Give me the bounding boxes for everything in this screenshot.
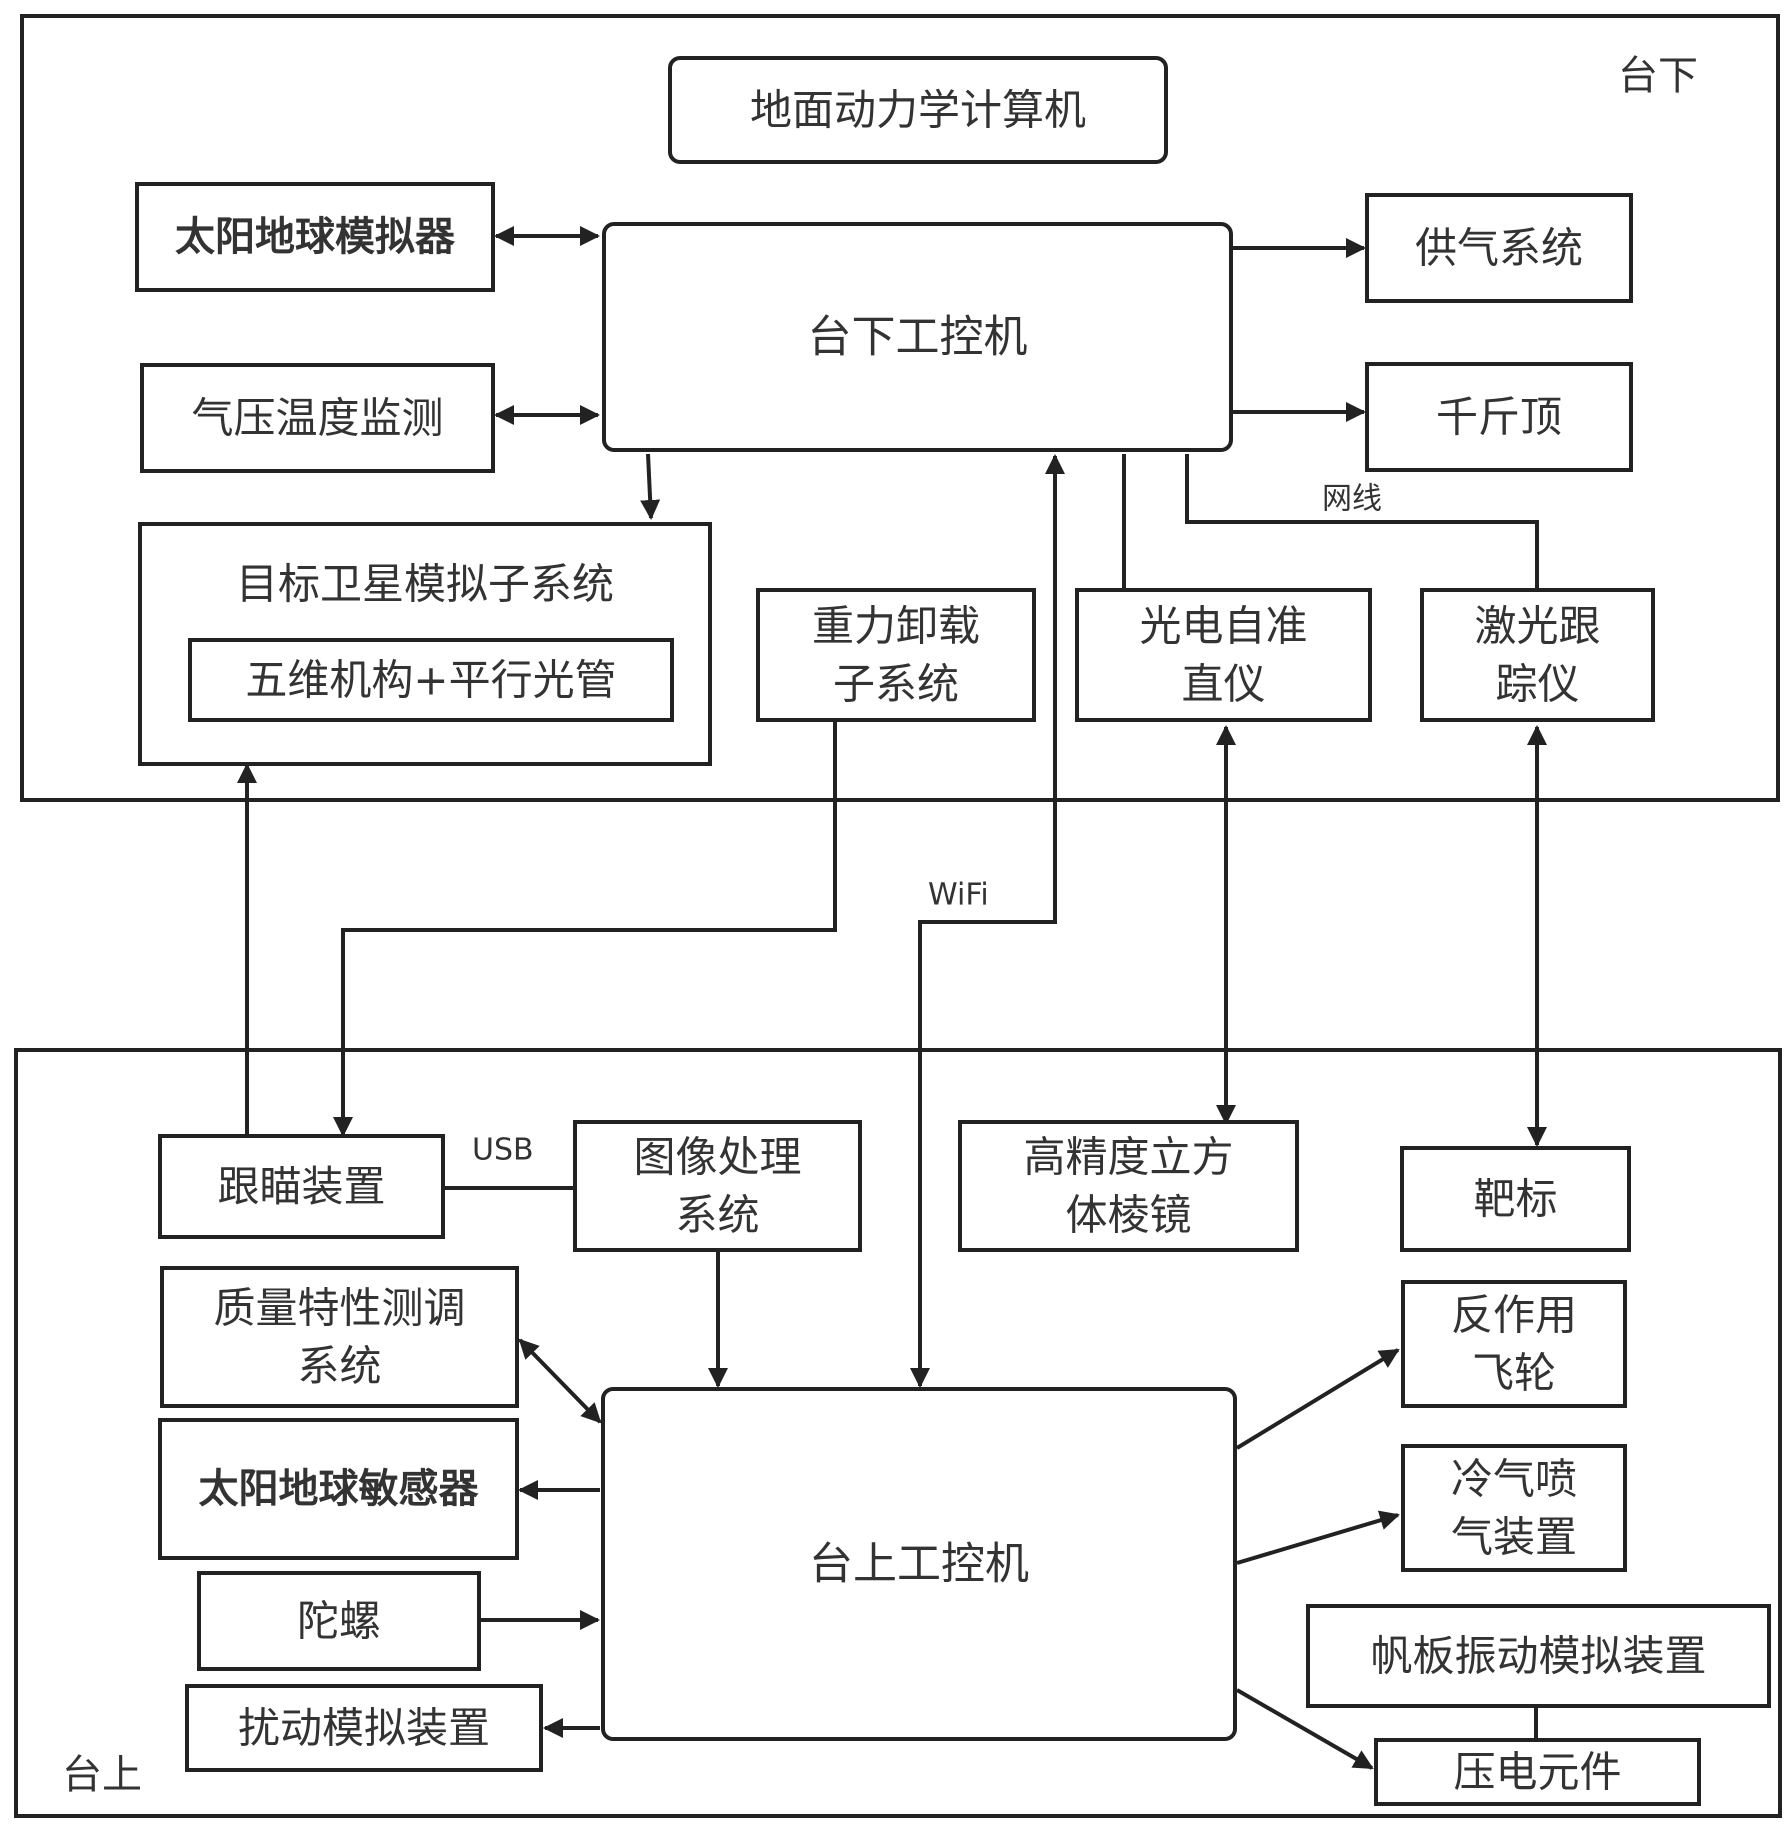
pressure-temp-label-0: 气压温度监测 xyxy=(191,394,443,443)
laser-tracker-label-0: 激光跟 xyxy=(1474,602,1600,651)
panel-vib-box: 帆板振动模拟装置 xyxy=(1306,1604,1771,1708)
tracking-device-box: 跟瞄装置 xyxy=(158,1134,445,1239)
image-proc-rect xyxy=(573,1120,862,1252)
autocollimator-rect xyxy=(1075,588,1372,722)
disturb-sim-box: 扰动模拟装置 xyxy=(185,1684,543,1772)
sun-earth-sensor-label-0: 太阳地球敏感器 xyxy=(199,1466,480,1512)
cold-gas-label-0: 冷气喷 xyxy=(1451,1455,1577,1504)
autocollimator-label-1: 直仪 xyxy=(1181,659,1265,708)
cold-gas-rect xyxy=(1401,1444,1627,1572)
sun-earth-simulator-label-0: 太阳地球模拟器 xyxy=(175,214,456,260)
jack-box: 千斤顶 xyxy=(1365,362,1633,472)
gyro-box: 陀螺 xyxy=(197,1571,481,1671)
connections xyxy=(237,226,1547,1770)
gravity-unload-label-1: 子系统 xyxy=(833,659,959,708)
upper-ipc-box: 台上工控机 xyxy=(601,1387,1237,1741)
link-laser-tracker-network xyxy=(1185,454,1539,590)
cube-prism-label-1: 体棱镜 xyxy=(1065,1190,1191,1239)
gyro-label-0: 陀螺 xyxy=(297,1597,381,1646)
jack-rect xyxy=(1365,362,1633,472)
sun-earth-simulator-box: 太阳地球模拟器 xyxy=(135,182,495,292)
lower-platform-frame xyxy=(20,14,1780,802)
tracking-device-label-0: 跟瞄装置 xyxy=(217,1162,385,1211)
image-proc-label-0: 图像处理 xyxy=(633,1133,801,1182)
laser-tracker-label-1: 踪仪 xyxy=(1495,659,1579,708)
sun-earth-simulator-rect xyxy=(135,182,495,292)
panel-vib-label-0: 帆板振动模拟装置 xyxy=(1370,1632,1706,1681)
gas-supply-box: 供气系统 xyxy=(1365,193,1633,303)
five-dim-rect xyxy=(188,638,674,722)
reaction-wheel-label-1: 飞轮 xyxy=(1472,1348,1556,1397)
target-rect xyxy=(1400,1146,1631,1252)
cube-prism-rect xyxy=(958,1120,1299,1252)
piezo-label-0: 压电元件 xyxy=(1453,1748,1621,1797)
link-gravity-tracking xyxy=(333,721,837,1137)
upper-platform-frame xyxy=(14,1048,1782,1818)
panel-vib-rect xyxy=(1306,1604,1771,1708)
sun-earth-sensor-box: 太阳地球敏感器 xyxy=(158,1418,519,1560)
lower-ipc-box: 台下工控机 xyxy=(602,222,1233,452)
gas-supply-rect xyxy=(1365,193,1633,303)
mass-prop-label-0: 质量特性测调 xyxy=(213,1284,465,1333)
link-mass-prop xyxy=(518,1338,602,1424)
wifi-label: WiFi xyxy=(928,878,989,913)
jack-label-0: 千斤顶 xyxy=(1436,393,1562,442)
sun-earth-sensor-rect xyxy=(158,1418,519,1560)
gravity-unload-label-0: 重力卸载 xyxy=(812,602,980,651)
link-reaction-wheel xyxy=(1235,1348,1400,1450)
disturb-sim-rect xyxy=(185,1684,543,1772)
lower-ipc-label-0: 台下工控机 xyxy=(808,312,1028,363)
upper-ipc-rect xyxy=(601,1387,1237,1741)
reaction-wheel-label-0: 反作用 xyxy=(1451,1291,1577,1340)
ground-computer-rect xyxy=(668,56,1168,164)
ground-computer-label-0: 地面动力学计算机 xyxy=(750,86,1086,135)
gravity-unload-rect xyxy=(756,588,1036,722)
lower-ipc-rect xyxy=(602,222,1233,452)
target-box: 靶标 xyxy=(1400,1146,1631,1252)
five-dim-box: 五维机构+平行光管 xyxy=(188,638,674,722)
mass-prop-label-1: 系统 xyxy=(297,1341,381,1390)
reaction-wheel-rect xyxy=(1401,1280,1627,1408)
gas-supply-label-0: 供气系统 xyxy=(1415,224,1583,273)
pressure-temp-rect xyxy=(140,363,495,473)
ground-computer-box: 地面动力学计算机 xyxy=(668,56,1168,164)
cold-gas-label-1: 气装置 xyxy=(1451,1512,1577,1561)
pressure-temp-box: 气压温度监测 xyxy=(140,363,495,473)
link-cold-gas xyxy=(1236,1510,1400,1565)
gyro-rect xyxy=(197,1571,481,1671)
laser-tracker-rect xyxy=(1420,588,1655,722)
tracking-device-rect xyxy=(158,1134,445,1239)
lower-platform-label: 台下 xyxy=(1618,53,1698,99)
upper-platform-label: 台上 xyxy=(62,1752,142,1798)
disturb-sim-label-0: 扰动模拟装置 xyxy=(238,1704,490,1753)
link-target-sat xyxy=(640,453,661,520)
piezo-box: 压电元件 xyxy=(1374,1738,1701,1806)
upper-ipc-label-0: 台上工控机 xyxy=(809,1539,1029,1590)
mass-prop-rect xyxy=(160,1266,519,1408)
image-proc-label-1: 系统 xyxy=(675,1190,759,1239)
cube-prism-label-0: 高精度立方 xyxy=(1023,1133,1233,1182)
link-piezo xyxy=(1235,1688,1374,1770)
network-cable-label: 网线 xyxy=(1322,482,1382,517)
link-wifi xyxy=(910,454,1065,1388)
autocollimator-label-0: 光电自准 xyxy=(1139,602,1307,651)
five-dim-label-0: 五维机构+平行光管 xyxy=(245,656,616,705)
usb-label: USB xyxy=(472,1133,534,1168)
target-label-0: 靶标 xyxy=(1473,1175,1557,1224)
piezo-rect xyxy=(1374,1738,1701,1806)
target-sat-label-0: 目标卫星模拟子系统 xyxy=(236,560,614,609)
